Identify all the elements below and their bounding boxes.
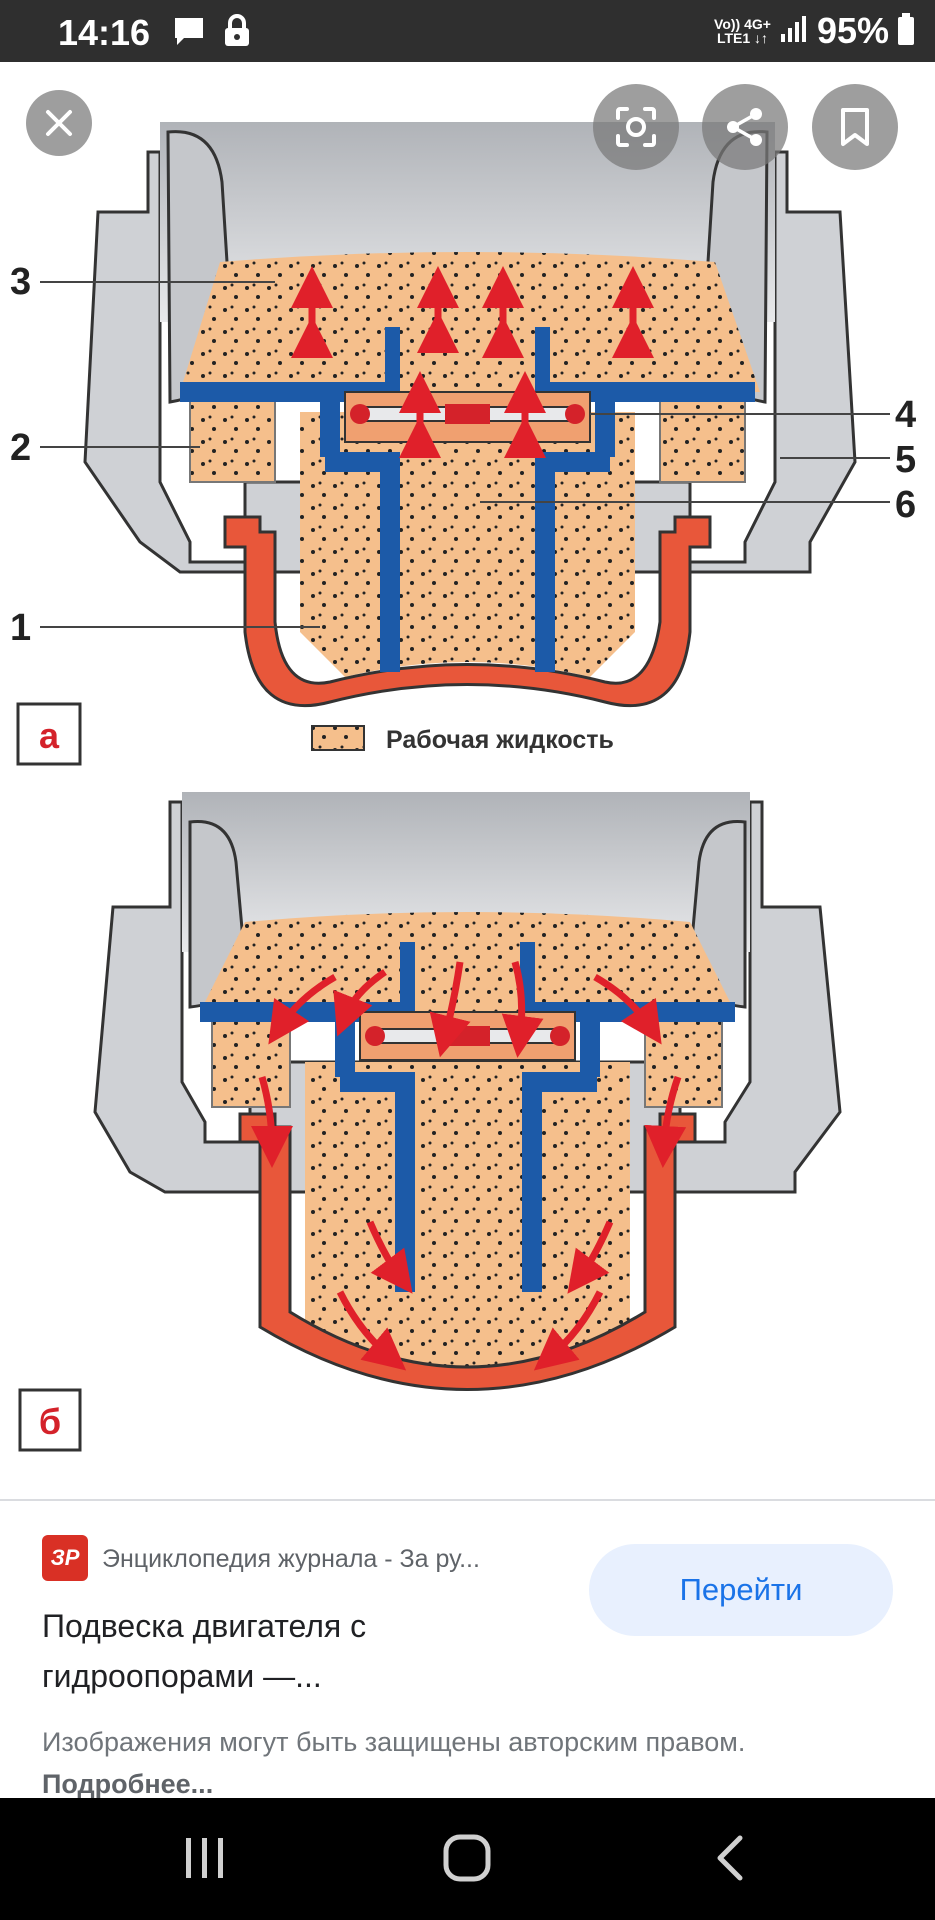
home-icon xyxy=(443,1834,491,1882)
close-button[interactable] xyxy=(26,90,92,156)
copyright-text: Изображения могут быть защищены авторски… xyxy=(42,1727,746,1757)
label-6: 6 xyxy=(895,484,916,526)
copyright-notice: Изображения могут быть защищены авторски… xyxy=(42,1721,902,1798)
lens-button[interactable] xyxy=(593,84,679,170)
network-top-text: Vo)) 4G+ xyxy=(714,16,771,32)
divider xyxy=(0,1499,935,1501)
image-viewer[interactable]: 3 2 1 4 5 6 а Рабочая жидкость xyxy=(0,62,935,1499)
result-title[interactable]: Подвеска двигателя с гидроопорами —... xyxy=(42,1608,367,1694)
lock-icon xyxy=(222,14,252,53)
recent-apps-button[interactable] xyxy=(170,1828,240,1888)
hydro-mount-diagram: 3 2 1 4 5 6 а Рабочая жидкость xyxy=(10,122,916,1452)
chat-bubble-icon xyxy=(172,14,206,53)
network-bottom-text: LTE1 ↓↑ xyxy=(716,30,769,46)
navigation-bar xyxy=(0,1798,935,1920)
panel-b-tag: б xyxy=(39,1401,61,1442)
status-bar: 14:16 Vo)) 4G+ LTE1 ↓↑ 95% xyxy=(0,0,935,62)
status-time: 14:16 xyxy=(58,12,151,53)
label-4: 4 xyxy=(895,394,916,436)
panel-b-drawing xyxy=(93,792,842,1391)
label-1: 1 xyxy=(10,607,31,649)
panel-a-tag: а xyxy=(39,715,60,756)
share-button[interactable] xyxy=(702,84,788,170)
back-button[interactable] xyxy=(695,1828,765,1888)
panel-a-drawing xyxy=(40,122,890,708)
recent-apps-icon xyxy=(186,1838,223,1878)
goto-button[interactable]: Перейти xyxy=(589,1544,893,1636)
home-button[interactable] xyxy=(432,1828,502,1888)
battery-percent: 95% xyxy=(816,10,889,51)
label-2: 2 xyxy=(10,427,31,469)
legend-text: Рабочая жидкость xyxy=(386,726,614,754)
bookmark-icon xyxy=(841,108,869,146)
label-5: 5 xyxy=(895,439,916,481)
source-logo[interactable]: ЗР xyxy=(42,1535,88,1581)
back-icon xyxy=(717,1835,743,1881)
close-icon xyxy=(46,110,72,136)
share-icon xyxy=(727,108,762,146)
copyright-more-link[interactable]: Подробнее... xyxy=(42,1769,214,1798)
save-button[interactable] xyxy=(812,84,898,170)
signal-icon xyxy=(779,14,809,49)
result-info-panel: ЗР Энциклопедия журнала - За ру... Перей… xyxy=(0,1501,935,1798)
status-right: Vo)) 4G+ LTE1 ↓↑ 95% xyxy=(714,8,915,54)
network-indicator: Vo)) 4G+ LTE1 ↓↑ xyxy=(714,17,771,45)
lens-icon xyxy=(616,107,656,147)
label-3: 3 xyxy=(10,261,31,303)
source-name[interactable]: Энциклопедия журнала - За ру... xyxy=(102,1545,480,1573)
battery-icon xyxy=(897,12,915,50)
